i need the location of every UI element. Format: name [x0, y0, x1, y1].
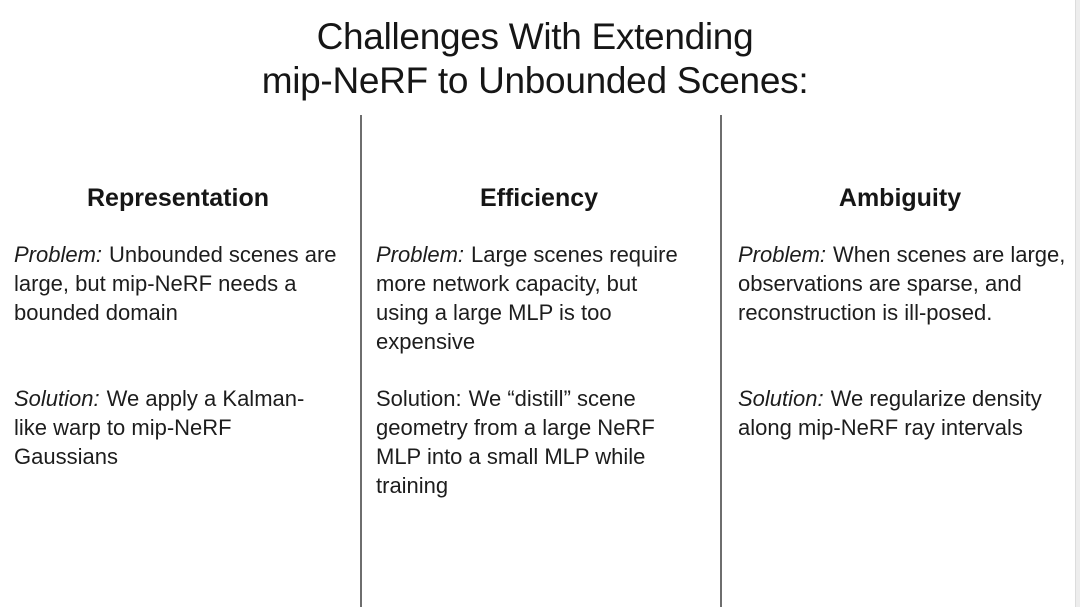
- column-header-efficiency: Efficiency: [479, 184, 599, 212]
- column-ambiguity: Ambiguity Problem:When scenes are large,…: [720, 115, 1080, 607]
- problem-label: Problem:: [376, 242, 465, 267]
- solution-line: training: [376, 473, 449, 498]
- ambiguity-solution-block: Solution:We regularize density along mip…: [738, 384, 1062, 442]
- representation-problem-block: Problem:Unbounded scenes are large, but …: [14, 240, 342, 384]
- right-edge-shade: [1075, 0, 1080, 607]
- solution-line-text: We regularize density: [830, 386, 1042, 411]
- solution-label: Solution:: [376, 386, 462, 411]
- slide-title-line-2: mip-NeRF to Unbounded Scenes:: [261, 60, 809, 101]
- solution-label: Solution:: [14, 386, 100, 411]
- representation-solution-block: Solution:We apply a Kalman- like warp to…: [14, 384, 342, 471]
- efficiency-solution-block: Solution:We “distill” scene geometry fro…: [376, 384, 702, 500]
- efficiency-problem-block: Problem:Large scenes require more networ…: [376, 240, 702, 384]
- problem-line: more network capacity, but: [376, 271, 638, 296]
- problem-line: expensive: [376, 329, 476, 354]
- column-representation: Representation Problem:Unbounded scenes …: [0, 115, 360, 607]
- ambiguity-problem-block: Problem:When scenes are large, observati…: [738, 240, 1066, 384]
- solution-line: geometry from a large NeRF: [376, 415, 655, 440]
- slide-title-line-1: Challenges With Extending: [316, 16, 754, 57]
- problem-line: large, but mip-NeRF needs a: [14, 271, 297, 296]
- solution-line: Solution:We “distill” scene: [376, 384, 702, 413]
- columns-container: Representation Problem:Unbounded scenes …: [0, 115, 1080, 607]
- problem-line: bounded domain: [14, 300, 178, 325]
- problem-label: Problem:: [14, 242, 103, 267]
- solution-line: Solution:We apply a Kalman-: [14, 384, 342, 413]
- problem-line: observations are sparse, and: [738, 271, 1022, 296]
- problem-line-text: Unbounded scenes are: [109, 242, 337, 267]
- problem-label: Problem:: [738, 242, 827, 267]
- column-header-ambiguity: Ambiguity: [838, 184, 962, 212]
- problem-line: reconstruction is ill-posed.: [738, 300, 993, 325]
- solution-line: Gaussians: [14, 444, 118, 469]
- solution-line: along mip-NeRF ray intervals: [738, 415, 1023, 440]
- solution-label: Solution:: [738, 386, 824, 411]
- problem-line: using a large MLP is too: [376, 300, 612, 325]
- problem-line-text: Large scenes require: [471, 242, 678, 267]
- problem-line: Problem:Large scenes require: [376, 240, 702, 269]
- problem-line: Problem:When scenes are large,: [738, 240, 1066, 269]
- column-efficiency: Efficiency Problem:Large scenes require …: [360, 115, 720, 607]
- solution-line-text: We apply a Kalman-: [106, 386, 305, 411]
- solution-line: MLP into a small MLP while: [376, 444, 646, 469]
- problem-line-text: When scenes are large,: [833, 242, 1066, 267]
- solution-line: Solution:We regularize density: [738, 384, 1062, 413]
- slide-title: Challenges With Extending mip-NeRF to Un…: [0, 15, 1070, 103]
- solution-line: like warp to mip-NeRF: [14, 415, 232, 440]
- solution-line-text: We “distill” scene: [468, 386, 636, 411]
- column-header-representation: Representation: [87, 184, 269, 212]
- problem-line: Problem:Unbounded scenes are: [14, 240, 342, 269]
